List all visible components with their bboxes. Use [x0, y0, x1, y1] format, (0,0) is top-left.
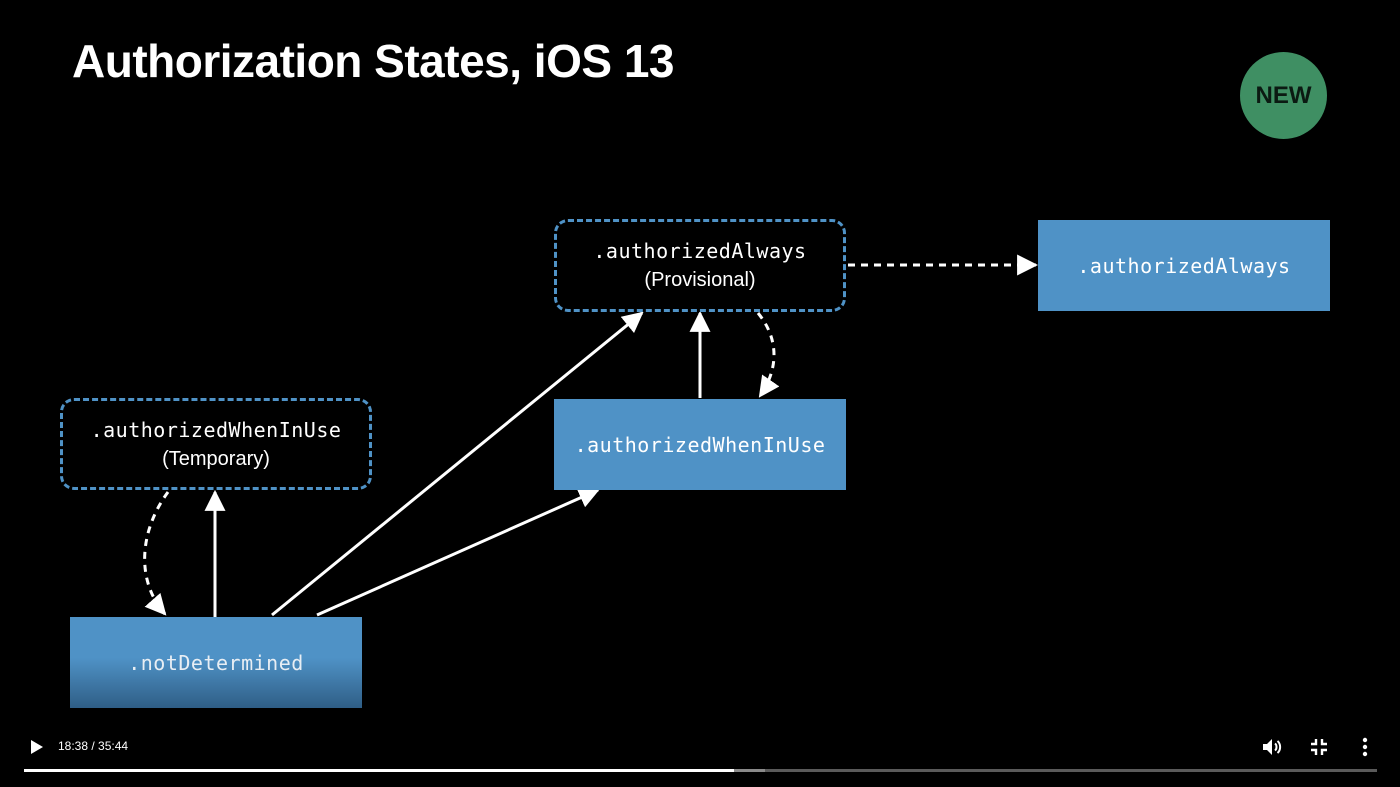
video-controls: 18:38 / 35:44 [0, 730, 1400, 787]
arrow-always-prov-to-wheninuse [756, 312, 780, 398]
exit-fullscreen-icon[interactable] [1307, 735, 1331, 759]
arrow-wheninuse-temp-to-notdetermined [143, 491, 170, 616]
state-transition-arrows [143, 254, 1039, 617]
state-not-determined: .notDetermined [70, 617, 362, 708]
arrow-notdetermined-to-wheninuse [316, 488, 600, 617]
time-display: 18:38 / 35:44 [58, 739, 129, 753]
more-vert-icon[interactable] [1353, 735, 1377, 759]
state-authorized-always: .authorizedAlways [1038, 220, 1330, 311]
state-sublabel: (Temporary) [162, 447, 270, 470]
state-label: .authorizedWhenInUse [90, 417, 342, 442]
new-badge: NEW [1240, 52, 1327, 139]
state-label: .authorizedAlways [1077, 253, 1291, 278]
state-authorized-when-in-use: .authorizedWhenInUse [554, 399, 846, 490]
arrow-notdetermined-to-always-prov [271, 311, 644, 617]
state-authorized-when-in-use-temporary: .authorizedWhenInUse (Temporary) [60, 398, 372, 490]
progress-fill [24, 769, 735, 772]
state-authorized-always-provisional: .authorizedAlways (Provisional) [554, 219, 846, 312]
volume-icon[interactable] [1260, 735, 1284, 759]
seek-bar[interactable] [24, 769, 1377, 772]
state-label: .authorizedAlways [593, 239, 807, 263]
slide-title: Authorization States, iOS 13 [72, 35, 675, 87]
state-label: .notDetermined [128, 650, 304, 675]
state-sublabel: (Provisional) [644, 269, 756, 291]
state-label: .authorizedWhenInUse [574, 432, 826, 457]
play-icon[interactable] [26, 737, 46, 757]
